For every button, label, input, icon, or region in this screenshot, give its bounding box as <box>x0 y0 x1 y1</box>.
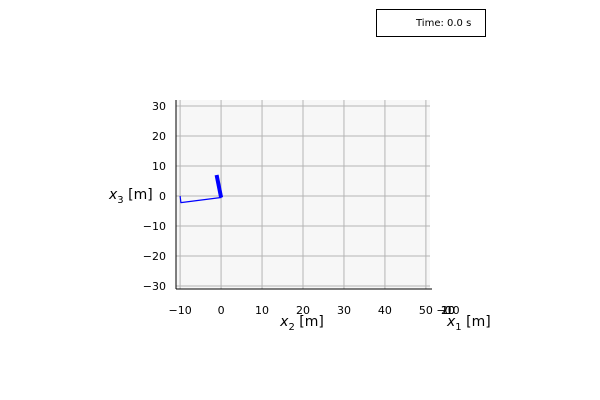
x3-tick-label: −30 <box>143 280 166 293</box>
x1-axis-label: x1 [m] <box>446 314 491 333</box>
legend-box <box>376 9 486 37</box>
x1-tick-label: 20 <box>441 304 455 317</box>
x1-tick-label: 0 <box>445 304 452 317</box>
series-layer <box>179 174 224 204</box>
grid-layer <box>176 100 430 289</box>
x2-tick-label: 0 <box>218 304 225 317</box>
x3-label-sub: 3 <box>117 195 123 206</box>
x2-tick-label: −10 <box>168 304 191 317</box>
x1-tick-label: −10 <box>436 304 459 317</box>
x3-tick-label: 30 <box>152 100 166 113</box>
x1-label-unit: [m] <box>462 314 491 330</box>
x1-label-var: x <box>446 314 456 330</box>
x3-tick-labels: 30 20 10 0 −10 −20 −30 <box>143 100 166 293</box>
x2-tick-label: 40 <box>378 304 392 317</box>
legend-time-label: Time: 0.0 s <box>415 18 471 29</box>
x3-label-unit: [m] <box>124 187 153 203</box>
x2-label-var: x <box>279 314 289 330</box>
x3-tick-label: −10 <box>143 220 166 233</box>
x2-tick-label: 30 <box>337 304 351 317</box>
x3-label-var: x <box>108 187 118 203</box>
x3-axis-label: x3 [m] <box>108 187 153 206</box>
x3-tick-label: 10 <box>152 160 166 173</box>
x2-label-unit: [m] <box>295 314 324 330</box>
x3-tick-label: −20 <box>143 250 166 263</box>
legend: Time: 0.0 s <box>376 9 486 37</box>
x3-tick-label: 20 <box>152 130 166 143</box>
x2-tick-label: 50 <box>419 304 433 317</box>
x2-axis-label: x2 [m] <box>279 314 324 333</box>
x2-tick-label: 20 <box>296 304 310 317</box>
x2-label-sub: 2 <box>288 322 294 333</box>
x2-tick-labels: −10 0 10 20 30 40 50 <box>168 304 432 317</box>
x1-label-sub: 1 <box>455 322 461 333</box>
x2-tick-label: 10 <box>255 304 269 317</box>
x1-tick-label: 10 <box>441 304 455 317</box>
x3-tick-label: 0 <box>159 190 166 203</box>
series-1-line <box>214 174 224 198</box>
